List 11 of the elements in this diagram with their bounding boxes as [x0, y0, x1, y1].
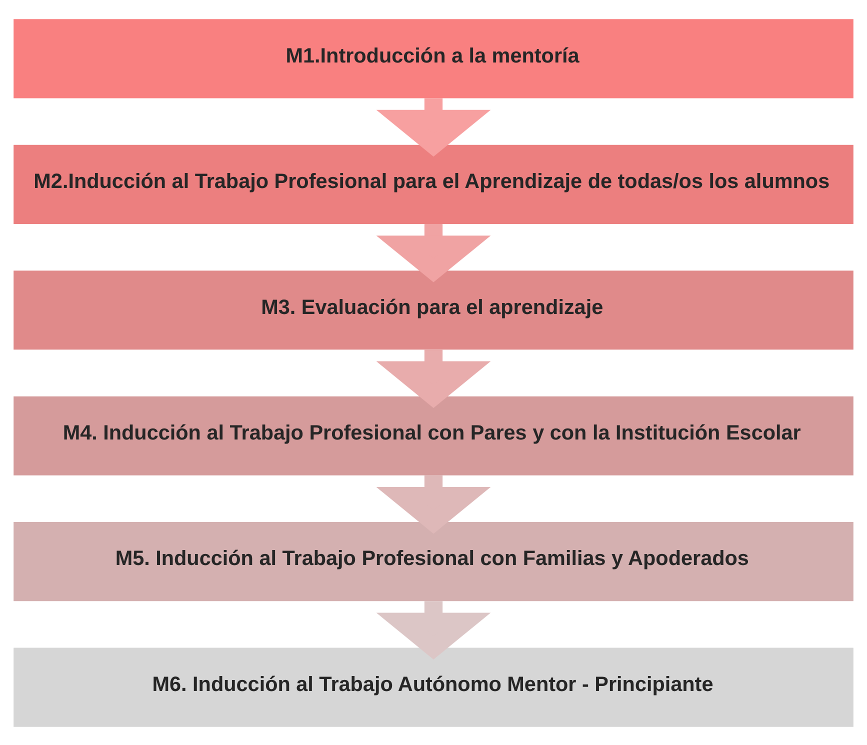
node-box: M1.Introducción a la mentoría	[14, 18, 854, 98]
node-box: M6. Inducción al Trabajo Autónomo Mentor - Principiante	[14, 647, 854, 726]
node-box: M4. Inducción al Trabajo Profesional con Pares y con la Institución Escolar	[14, 396, 854, 475]
arrow	[376, 600, 491, 659]
arrow	[376, 98, 491, 156]
arrow	[376, 349, 491, 408]
node-box: M2.Inducción al Trabajo Profesional para el Aprendizaje de todas/os los alumnos	[14, 144, 854, 224]
node-box: M3. Evaluación para el aprendizaje	[14, 270, 854, 350]
arrow	[376, 224, 491, 282]
arrow	[376, 474, 491, 534]
node-box: M5. Inducción al Trabajo Profesional con Familias y Apoderados	[14, 522, 854, 601]
